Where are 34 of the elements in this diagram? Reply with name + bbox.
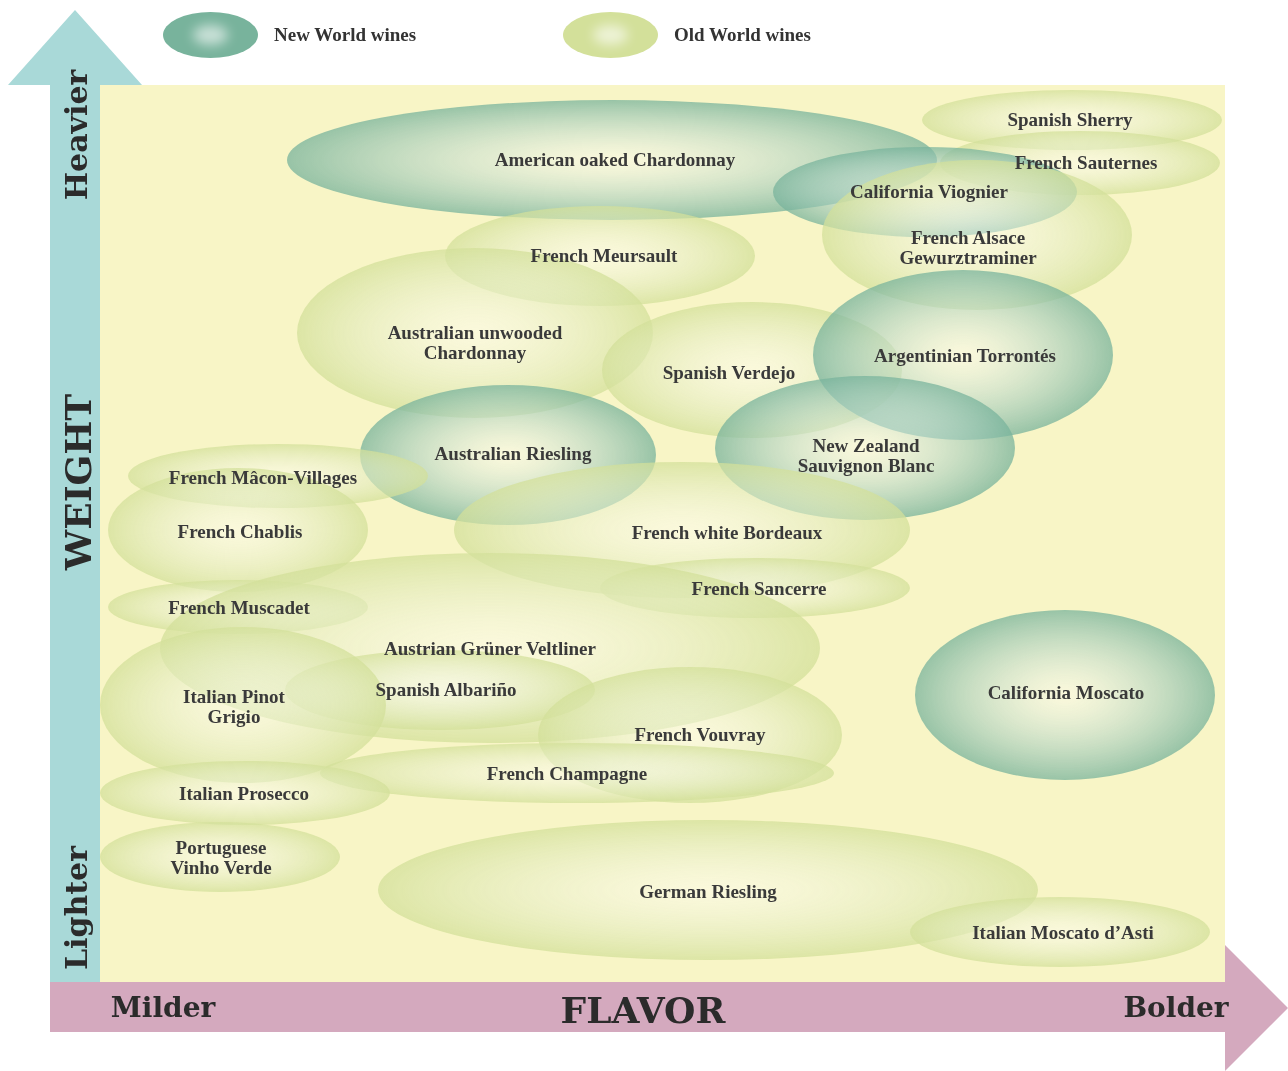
wine-label: New Zealand Sauvignon Blanc [796, 436, 936, 476]
wine-label: French Champagne [486, 764, 648, 784]
wine-label: Spanish Albariño [375, 680, 517, 700]
wine-label: California Moscato [987, 683, 1145, 703]
wine-label: Portuguese Vinho Verde [169, 838, 273, 878]
wine-label: Australian Riesling [434, 444, 592, 464]
legend-label: New World wines [274, 22, 417, 47]
wine-label: Australian unwooded Chardonnay [386, 323, 564, 363]
axis-label: Milder [110, 990, 216, 1026]
wine-label: German Riesling [639, 882, 777, 902]
wine-label: Italian Moscato d’Asti [972, 923, 1154, 943]
wine-label: Spanish Verdejo [662, 363, 796, 383]
wine-label: French Sancerre [691, 579, 827, 599]
wine-label: French Sauternes [1014, 153, 1158, 173]
wine-label: California Viognier [850, 182, 1008, 202]
wine-label: French Chablis [177, 522, 303, 542]
wine-label: French Vouvray [634, 725, 766, 745]
wine-label: Italian Pinot Grigio [182, 687, 286, 727]
wine-label: French Meursault [530, 246, 678, 266]
wine-label: Italian Prosecco [179, 784, 309, 804]
wine-label: French Muscadet [168, 598, 310, 618]
axis-label: Heavier [57, 69, 95, 201]
wine-label: French white Bordeaux [631, 523, 823, 543]
wine-label: Austrian Grüner Veltliner [384, 639, 596, 659]
wine-label: Argentinian Torrontés [874, 346, 1056, 366]
wine-label: Spanish Sherry [1007, 110, 1133, 130]
wine-label: French Alsace Gewurztraminer [898, 228, 1038, 268]
legend-label: Old World wines [674, 22, 811, 47]
axis-label: Bolder [1123, 990, 1229, 1026]
axis-label: WEIGHT [56, 393, 100, 571]
wine-label: French Mâcon-Villages [168, 468, 358, 488]
wine-label: American oaked Chardonnay [494, 150, 736, 170]
axis-label: Lighter [57, 846, 95, 970]
axis-label: FLAVOR [560, 988, 726, 1033]
